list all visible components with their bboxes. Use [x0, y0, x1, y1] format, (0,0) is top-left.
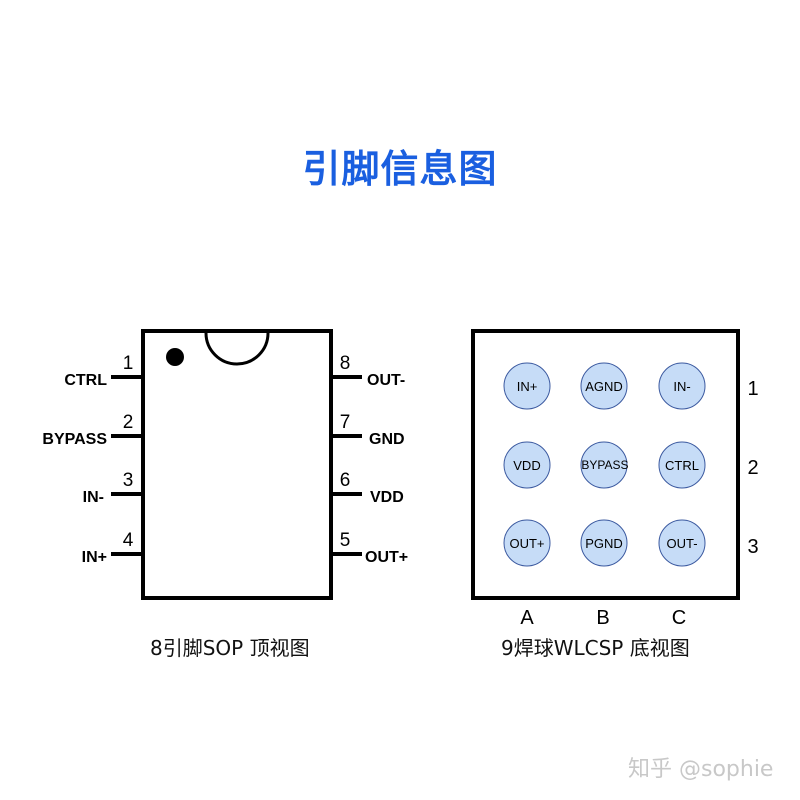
- ball-label: OUT-: [666, 536, 697, 551]
- pin-label: GND: [369, 431, 405, 448]
- sop-caption: 8引脚SOP 顶视图: [150, 636, 310, 660]
- ball-label: OUT+: [509, 536, 544, 551]
- ball-c3: OUT-: [658, 519, 706, 567]
- page-title: 引脚信息图: [302, 147, 498, 191]
- ball-label: CTRL: [665, 458, 699, 473]
- pin-label: OUT+: [365, 549, 408, 566]
- sop-pin-8: 8 OUT-: [331, 353, 405, 389]
- pin-number: 8: [340, 353, 351, 374]
- pin-label: IN+: [82, 549, 107, 566]
- ball-c1: IN-: [658, 362, 706, 410]
- sop-notch: [204, 332, 270, 366]
- pin-label: BYPASS: [42, 431, 107, 448]
- pin-label: VDD: [370, 489, 404, 506]
- ball-label: BYPASS: [581, 458, 628, 472]
- column-label-a: A: [520, 607, 534, 629]
- pin-number: 3: [123, 470, 134, 491]
- ball-b2: BYPASS: [580, 441, 629, 489]
- ball-label: IN-: [673, 379, 690, 394]
- ball-b1: AGND: [580, 362, 628, 410]
- pin-number: 7: [340, 412, 351, 433]
- sop-pin-1: 1 CTRL: [64, 353, 143, 389]
- pin-number: 2: [123, 412, 134, 433]
- column-label-c: C: [672, 607, 686, 629]
- pin-number: 5: [340, 530, 351, 551]
- ball-label: VDD: [513, 458, 540, 473]
- watermark: 知乎 @sophie: [628, 757, 774, 782]
- pin-number: 1: [123, 353, 134, 374]
- pin-label: IN-: [83, 489, 104, 506]
- ball-a2: VDD: [503, 441, 551, 489]
- column-label-b: B: [596, 607, 609, 629]
- wlcsp-caption: 9焊球WLCSP 底视图: [501, 636, 690, 660]
- ball-a1: IN+: [503, 362, 551, 410]
- ball-b3: PGND: [580, 519, 628, 567]
- pin-label: OUT-: [367, 372, 405, 389]
- ball-label: PGND: [585, 536, 623, 551]
- wlcsp-body: [471, 329, 740, 600]
- pin-number: 6: [340, 470, 351, 491]
- ball-label: IN+: [517, 379, 538, 394]
- sop-body: [141, 329, 333, 600]
- ball-label: AGND: [585, 379, 623, 394]
- row-label-1: 1: [747, 378, 758, 400]
- sop-pin-3: 3 IN-: [83, 470, 143, 506]
- pin-label: CTRL: [64, 372, 107, 389]
- wlcsp-package: IN+ AGND IN- VDD BYPASS CTRL OUT+: [471, 329, 759, 629]
- sop-pin-4: 4 IN+: [82, 530, 143, 566]
- pin-number: 4: [123, 530, 134, 551]
- ball-a3: OUT+: [503, 519, 551, 567]
- sop-pin-7: 7 GND: [331, 412, 405, 448]
- row-label-2: 2: [747, 457, 758, 479]
- sop-package: 1 CTRL 2 BYPASS 3 IN- 4 IN+ 8 OUT- 7 GND: [42, 329, 408, 600]
- pin1-marker-dot: [166, 348, 184, 366]
- row-label-3: 3: [747, 536, 758, 558]
- sop-pin-2: 2 BYPASS: [42, 412, 143, 448]
- sop-pin-5: 5 OUT+: [331, 530, 408, 566]
- ball-c2: CTRL: [658, 441, 706, 489]
- sop-pin-6: 6 VDD: [331, 470, 404, 506]
